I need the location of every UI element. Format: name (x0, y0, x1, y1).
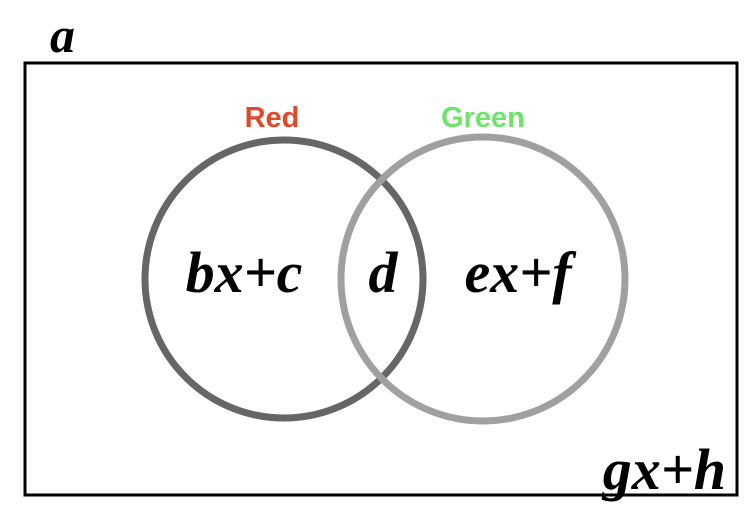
green-set-label: Green (441, 102, 525, 134)
outside-region-label: gx+h (601, 437, 726, 502)
green-only-region-label: ex+f (464, 240, 577, 305)
intersection-region-label: d (369, 240, 399, 305)
red-set-label: Red (245, 102, 300, 134)
universe-label: a (50, 7, 75, 63)
red-only-region-label: bx+c (186, 240, 303, 305)
universe-rectangle (23, 61, 739, 497)
green-set-circle (337, 133, 629, 425)
red-set-circle (141, 136, 427, 422)
